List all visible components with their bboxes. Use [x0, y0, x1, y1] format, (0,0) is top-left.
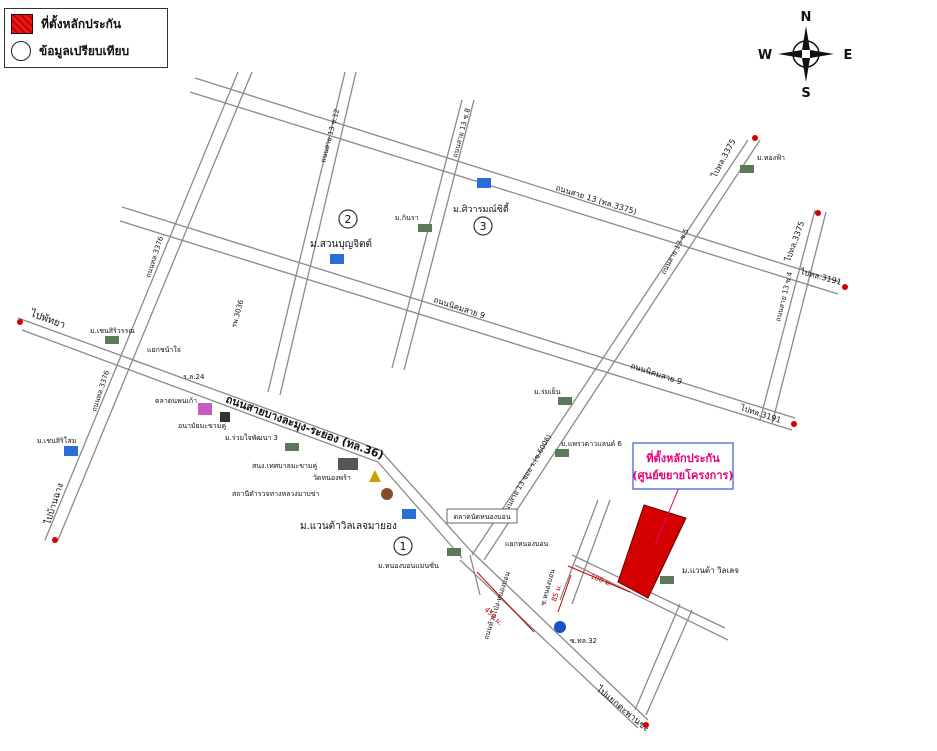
compass-s: S — [801, 86, 810, 101]
label-soi-ts: ถนนสาย 13 ซอย ร.(ซ.6006) — [501, 433, 554, 516]
label-soi4: ถนนสาย 13 ซ.4 — [774, 271, 794, 323]
village-icon — [402, 509, 416, 519]
comparable-1-number: 1 — [400, 540, 407, 553]
label-soi32: ซ.ทล.32 — [570, 637, 597, 645]
temple-icon — [369, 470, 381, 482]
comparable-marker-3: 3 — [473, 216, 493, 236]
place-yaek-nongbon: แยกหนองบอน — [505, 540, 549, 548]
comparable-marker-2: 2 — [338, 209, 358, 229]
label-sai13: ถนนสาย 13 (ทล.3375) — [554, 183, 637, 216]
road-end-icon — [752, 135, 758, 141]
building-icon — [660, 576, 674, 584]
building-icons — [105, 165, 754, 584]
place-talad-nongpaen: ตลาดนพนเก้า — [155, 397, 197, 405]
village-icon — [64, 446, 78, 456]
anamai-icon — [220, 412, 230, 422]
place-siwaraman: ม.ศิวารมณ์ซิตี้ — [453, 202, 510, 215]
place-ruamjai: ม.ร่วมใจพัฒนา 3 — [225, 433, 278, 442]
office-icon — [338, 458, 358, 470]
building-icon — [740, 165, 754, 173]
place-yaek-nampai: แยกชน้าใจ่ — [147, 345, 181, 354]
label-rl24: ร.ล.24 — [183, 373, 205, 381]
police-icon — [381, 488, 393, 500]
place-nongbon-mansion: ม.หนองบอนแมนซั่น — [378, 561, 439, 570]
road-end-markers — [17, 135, 848, 728]
place-wanta-village: ม.แวนต้า วิลเลจ — [682, 566, 739, 575]
distance-85-line — [557, 574, 572, 613]
label-tl3375a: ไปทล.3375 — [709, 137, 737, 179]
legend-comparable-label: ข้อมูลเปรียบเทียบ — [39, 43, 130, 58]
compass-n: N — [801, 10, 812, 25]
label-soi8-a: ถนนสาย 13 ซ.8 — [451, 107, 472, 158]
distance-100-line — [567, 565, 631, 593]
legend-comparable-row: ข้อมูลเปรียบเทียบ — [11, 40, 129, 62]
comparable-3-number: 3 — [480, 220, 487, 233]
place-anamai: อนามัยมะขามคู่ — [178, 422, 226, 430]
place-praewadolan: ม.แพรวดาวแลนด์ 6 — [561, 440, 622, 448]
compass-rose-icon: N S E W — [758, 10, 853, 101]
site-swatch-icon — [11, 14, 33, 34]
label-pattaya: ไปพัทยา — [28, 307, 67, 331]
label-3036: รพ.3036 — [230, 298, 245, 328]
subject-callout-line1: ที่ตั้งหลักประกัน — [646, 450, 720, 465]
road-end-icon — [17, 319, 23, 325]
road-end-icon — [815, 210, 821, 216]
gas-station-icon — [554, 621, 566, 633]
village-icon — [477, 178, 491, 188]
village-icon — [330, 254, 344, 264]
place-romyen: ม.ร่มเย็น — [534, 387, 561, 396]
building-icon — [105, 336, 119, 344]
comparable-2-number: 2 — [345, 213, 352, 226]
roads — [17, 71, 841, 729]
label-hwy36: ถนนสายบางละมุง-ระยอง (ทล.36) — [224, 393, 386, 463]
subject-callout-box — [632, 442, 734, 490]
village-icons — [64, 178, 491, 519]
road-end-icon — [791, 421, 797, 427]
place-police: สถานีตำรวจทางหลวงมาบข่า — [232, 490, 319, 498]
talad-nongbon-box — [446, 508, 518, 524]
place-thesaban: สนง.เทศบาลมะขามคู่ — [252, 462, 318, 470]
place-wat: วัดหนองพร้า — [313, 474, 351, 482]
legend-site-row: ที่ตั้งหลักประกัน — [11, 13, 121, 35]
place-chainsiriwan: ม.เชนสิริวรรณ — [90, 327, 135, 335]
map-legend: ที่ตั้งหลักประกัน ข้อมูลเปรียบเทียบ — [4, 8, 168, 68]
subject-callout-line2: (ศูนย์ขยายโครงการ) — [633, 468, 734, 483]
building-icon — [418, 224, 432, 232]
label-sai9-upper: ถนนนิคมสาย 9 — [432, 295, 486, 320]
place-kinnara: ม.กินรา — [395, 214, 419, 222]
market-icon — [198, 403, 212, 415]
road-end-icon — [52, 537, 58, 543]
label-tl3191b: ไปทล.3191 — [738, 403, 782, 425]
building-icon — [555, 449, 569, 457]
building-icon — [285, 443, 299, 451]
place-thapfa: ม.ทองฟ้า — [757, 154, 785, 162]
compass-w: W — [758, 48, 772, 63]
building-icon — [558, 397, 572, 405]
label-soi12: ถนนสาย 13 ซ.12 — [319, 108, 341, 164]
place-chainsiriroma: ม.เชนสิริโสม — [37, 436, 76, 445]
comparable-marker-1: 1 — [393, 536, 413, 556]
distance-450-line — [476, 571, 535, 633]
subject-site-marker — [617, 504, 687, 599]
place-suanbunjit: ม.สวนบุญจิตต์ — [310, 238, 372, 250]
road-end-icon — [842, 284, 848, 290]
place-talad-nongbon: ตลาดนัดหนองบอน — [453, 513, 510, 521]
distance-100: 100 ม. — [589, 572, 613, 588]
compass-e: E — [844, 48, 853, 63]
building-icon — [447, 548, 461, 556]
road-end-icon — [643, 722, 649, 728]
label-banchang: ไปบ้านฉาง — [42, 482, 66, 527]
place-wanta-rayong: ม.แวนต้าวิลเลจมายอง — [300, 520, 397, 532]
comparable-circle-icon — [11, 41, 31, 61]
label-sai9-lower: ถนนนิคมสาย 9 — [629, 361, 683, 386]
legend-site-label: ที่ตั้งหลักประกัน — [41, 16, 122, 31]
